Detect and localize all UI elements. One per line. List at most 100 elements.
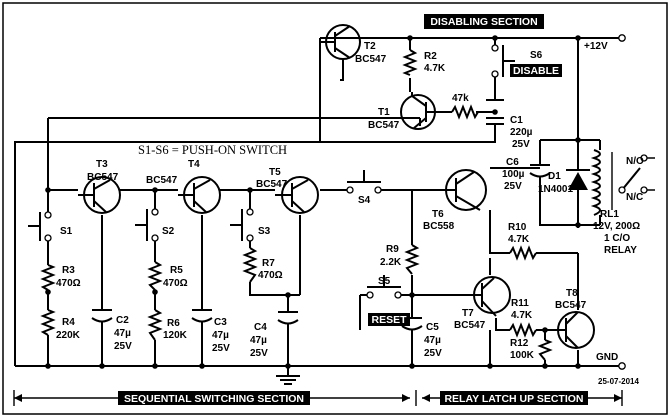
t6-name: T6: [432, 209, 444, 220]
sequential-section-label: SEQUENTIAL SWITCHING SECTION: [124, 393, 304, 405]
wiring: [14, 37, 620, 367]
t7-name: T7: [462, 308, 474, 319]
relay-latch-section-label: RELAY LATCH UP SECTION: [444, 393, 583, 405]
t6-type: BC558: [423, 221, 455, 232]
r6-value: 120K: [163, 330, 188, 341]
c5-value: 47µ: [424, 335, 441, 346]
s4-name: S4: [358, 195, 371, 206]
section-arrows: SEQUENTIAL SWITCHING SECTION RELAY LATCH…: [13, 390, 623, 406]
rl1-name: RL1: [600, 209, 619, 220]
r6-name: R6: [167, 318, 180, 329]
r3-value: 470Ω: [56, 278, 81, 289]
c1-value: 220µ: [510, 127, 533, 138]
plus-12v-label: +12V: [584, 41, 608, 52]
t1-name: T1: [378, 107, 390, 118]
c5-name: C5: [426, 322, 439, 333]
switch-s1: [28, 211, 52, 242]
disabling-section-banner: DISABLING SECTION: [424, 14, 544, 29]
date-label: 25-07-2014: [598, 377, 639, 386]
rl1-kind: RELAY: [604, 245, 637, 256]
switch-s2: [135, 208, 159, 242]
r12-value: 100K: [510, 350, 535, 361]
reset-label-box: [368, 313, 410, 326]
t3-type: BC547: [87, 172, 119, 183]
c2-name: C2: [116, 315, 129, 326]
c4-name: C4: [254, 322, 267, 333]
s2-name: S2: [162, 226, 175, 237]
r7-value: 470Ω: [258, 270, 283, 281]
transistor-t7: [470, 276, 511, 317]
t8-name: T8: [566, 288, 578, 299]
r10-value: 4.7K: [508, 234, 530, 245]
t2-name: T2: [364, 41, 376, 52]
switch-note: S1-S6 = PUSH-ON SWITCH: [138, 143, 287, 157]
gnd-label: GND: [596, 352, 618, 363]
c4-value: 47µ: [250, 335, 267, 346]
transistor-t6: [440, 169, 487, 211]
capacitors: [91, 99, 551, 342]
r7-name: R7: [262, 258, 275, 269]
c1-name: C1: [510, 115, 523, 126]
r11-name: R11: [511, 298, 529, 309]
c2-value: 47µ: [114, 328, 131, 339]
r9-name: R9: [386, 244, 399, 255]
relay-rl1: [578, 139, 655, 226]
c3-value: 47µ: [212, 330, 229, 341]
t4-name: T4: [188, 159, 200, 170]
r-base-value: 47k: [452, 93, 469, 104]
c6-voltage: 25V: [504, 181, 522, 192]
transistor-t5: [275, 176, 319, 214]
c5-voltage: 25V: [424, 348, 442, 359]
t3-name: T3: [96, 159, 108, 170]
transistor-t3: [78, 176, 121, 214]
r12-name: R12: [510, 338, 529, 349]
r5-value: 470Ω: [163, 278, 188, 289]
r2-value: 4.7K: [424, 63, 446, 74]
gnd-terminal: [618, 362, 626, 370]
r11-value: 4.7K: [511, 310, 533, 321]
rl1-rating: 12V, 200Ω: [593, 221, 640, 232]
c3-name: C3: [214, 317, 227, 328]
r3-name: R3: [62, 265, 75, 276]
r9-value: 2.2K: [380, 257, 402, 268]
t5-type: BC547: [256, 179, 288, 190]
c4-voltage: 25V: [250, 348, 268, 359]
s1-name: S1: [60, 226, 73, 237]
r10-name: R10: [508, 222, 527, 233]
r5-name: R5: [170, 265, 183, 276]
diode-d1: [566, 140, 590, 225]
c3-voltage: 25V: [212, 343, 230, 354]
t5-name: T5: [269, 167, 281, 178]
d1-type: 1N4001: [538, 184, 573, 195]
disable-label-box: [510, 64, 562, 77]
relay-nc-label: N/C: [626, 192, 643, 203]
d1-name: D1: [548, 171, 561, 182]
r2-name: R2: [424, 51, 437, 62]
switch-s4: [346, 170, 382, 194]
t2-type: BC547: [355, 54, 387, 65]
c2-voltage: 25V: [114, 341, 132, 352]
s3-name: S3: [258, 226, 271, 237]
transistor-t4: [178, 176, 221, 214]
transistor-t2: [320, 24, 361, 60]
switch-s5: [366, 275, 402, 299]
s6-name: S6: [530, 50, 543, 61]
transistor-t8: [557, 311, 595, 349]
c1-voltage: 25V: [512, 139, 530, 150]
disable-label: DISABLE: [513, 65, 559, 77]
t1-type: BC547: [368, 120, 400, 131]
resistors: [40, 49, 553, 361]
r4-value: 220K: [56, 330, 81, 341]
rl1-contacts: 1 C/O: [604, 233, 630, 244]
t4-type: BC547: [146, 175, 178, 186]
transistor-t1: [400, 92, 436, 130]
reset-label: RESET: [371, 314, 407, 326]
disabling-section-label: DISABLING SECTION: [430, 16, 537, 28]
c6-value: 100µ: [502, 169, 525, 180]
ground-symbol: [276, 366, 300, 385]
switch-s3: [230, 208, 254, 242]
switch-s6: [491, 44, 515, 78]
junction-dots: [45, 35, 581, 369]
